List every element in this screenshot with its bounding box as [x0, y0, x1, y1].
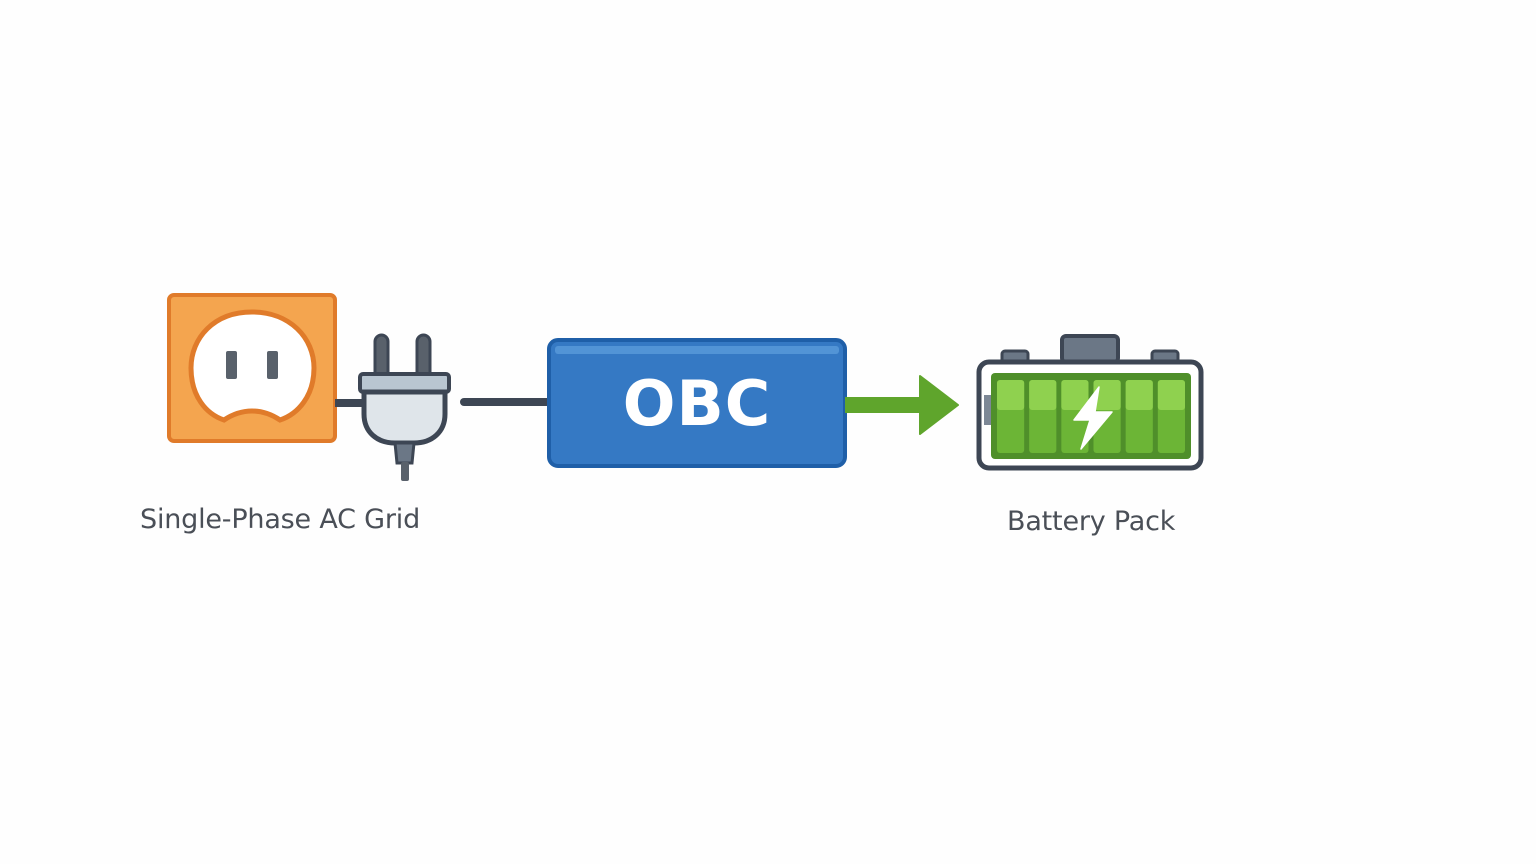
edge-obc-battery-arrow: [845, 375, 959, 435]
battery-cell-highlight: [1125, 380, 1153, 410]
battery-cell-highlight: [1093, 380, 1121, 410]
battery-cell-highlight: [1029, 380, 1057, 410]
plug-icon: [358, 333, 451, 481]
obc-label: OBC: [622, 366, 772, 440]
battery-cell-highlight: [1157, 380, 1185, 410]
grid-label: Single-Phase AC Grid: [140, 504, 421, 535]
battery-cell-highlight: [997, 380, 1025, 410]
battery-cell-highlight: [1061, 380, 1089, 410]
lightning-bolt-icon: [1073, 386, 1113, 450]
battery-icon: [976, 334, 1204, 471]
battery-label: Battery Pack: [1007, 506, 1176, 537]
obc-block: [547, 338, 847, 468]
ac-outlet-icon: [167, 293, 337, 443]
